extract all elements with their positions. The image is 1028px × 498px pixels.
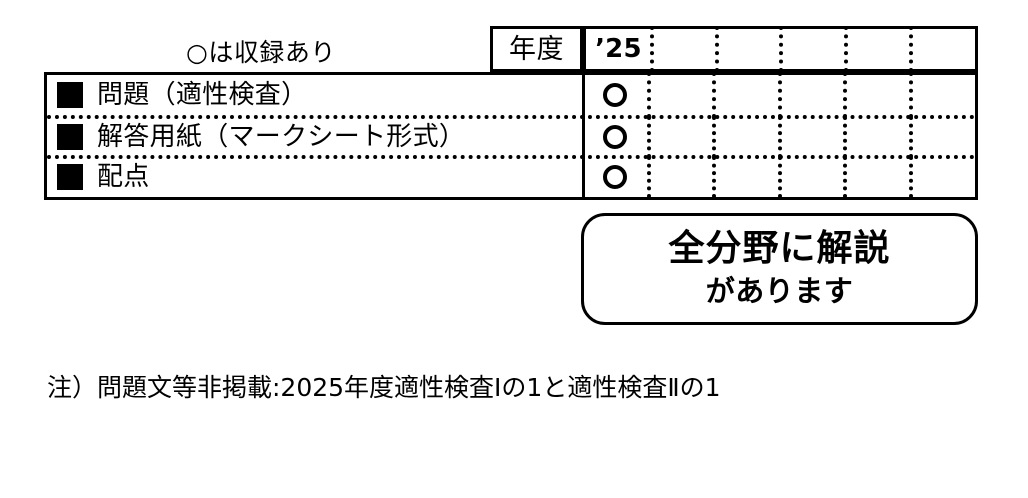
year-column-cell [714, 26, 781, 72]
filled-square-icon [57, 82, 83, 108]
mark-cell [582, 119, 648, 155]
mark-cell [646, 156, 714, 198]
mark-cell [712, 156, 779, 198]
row-label: 問題（適性検査） [97, 80, 308, 110]
year-column-cell [844, 26, 910, 72]
year-value: ’25 [595, 34, 642, 64]
row-label-cell: 解答用紙（マークシート形式） [47, 119, 582, 155]
mark-cell [712, 72, 779, 118]
year-columns-row: ’25 [583, 26, 978, 72]
legend-note: ○は収録あり [186, 33, 336, 73]
row-marks [582, 116, 976, 158]
mark-cell [582, 159, 648, 195]
year-column-cell [909, 26, 975, 72]
row-marks [582, 72, 976, 118]
mark-cell [646, 72, 714, 118]
row-label-cell: 配点 [47, 159, 582, 195]
mark-cell [582, 75, 648, 115]
explanation-callout: 全分野に解説 があります [581, 213, 978, 325]
row-label: 解答用紙（マークシート形式） [97, 122, 466, 152]
year-column-cell [649, 26, 716, 72]
row-label: 配点 [97, 162, 150, 192]
row-label-cell: 問題（適性検査） [47, 75, 582, 115]
row-marks [582, 156, 976, 198]
callout-subline: があります [705, 273, 854, 308]
circle-mark-icon [602, 83, 627, 107]
table-row: 配点 [47, 155, 976, 198]
mark-cell [777, 72, 845, 118]
mark-cell [843, 72, 910, 118]
circle-mark-icon [602, 125, 627, 149]
legend-text: ○は収録あり [186, 38, 336, 67]
mark-cell [646, 116, 714, 158]
mark-cell [908, 72, 976, 118]
year-column-cell [779, 26, 845, 72]
table-row: 解答用紙（マークシート形式） [47, 115, 976, 158]
mark-cell [843, 156, 910, 198]
mark-cell [712, 116, 779, 158]
filled-square-icon [57, 124, 83, 150]
filled-square-icon [57, 164, 83, 190]
mark-cell [908, 156, 976, 198]
circle-mark-icon [602, 165, 627, 189]
mark-cell [908, 116, 976, 158]
callout-headline: 全分野に解説 [668, 227, 891, 269]
table-row: 問題（適性検査） [47, 72, 976, 118]
footnote: 注）問題文等非掲載:2025年度適性検査Ⅰの1と適性検査Ⅱの1 [47, 373, 721, 402]
year-header-cell: 年度 [490, 26, 583, 72]
contents-table: 問題（適性検査） 解答用紙（マークシート形式） [44, 72, 978, 200]
mark-cell [777, 156, 845, 198]
year-column-cell: ’25 [586, 29, 651, 69]
mark-cell [777, 116, 845, 158]
year-header-label: 年度 [509, 33, 564, 65]
mark-cell [843, 116, 910, 158]
